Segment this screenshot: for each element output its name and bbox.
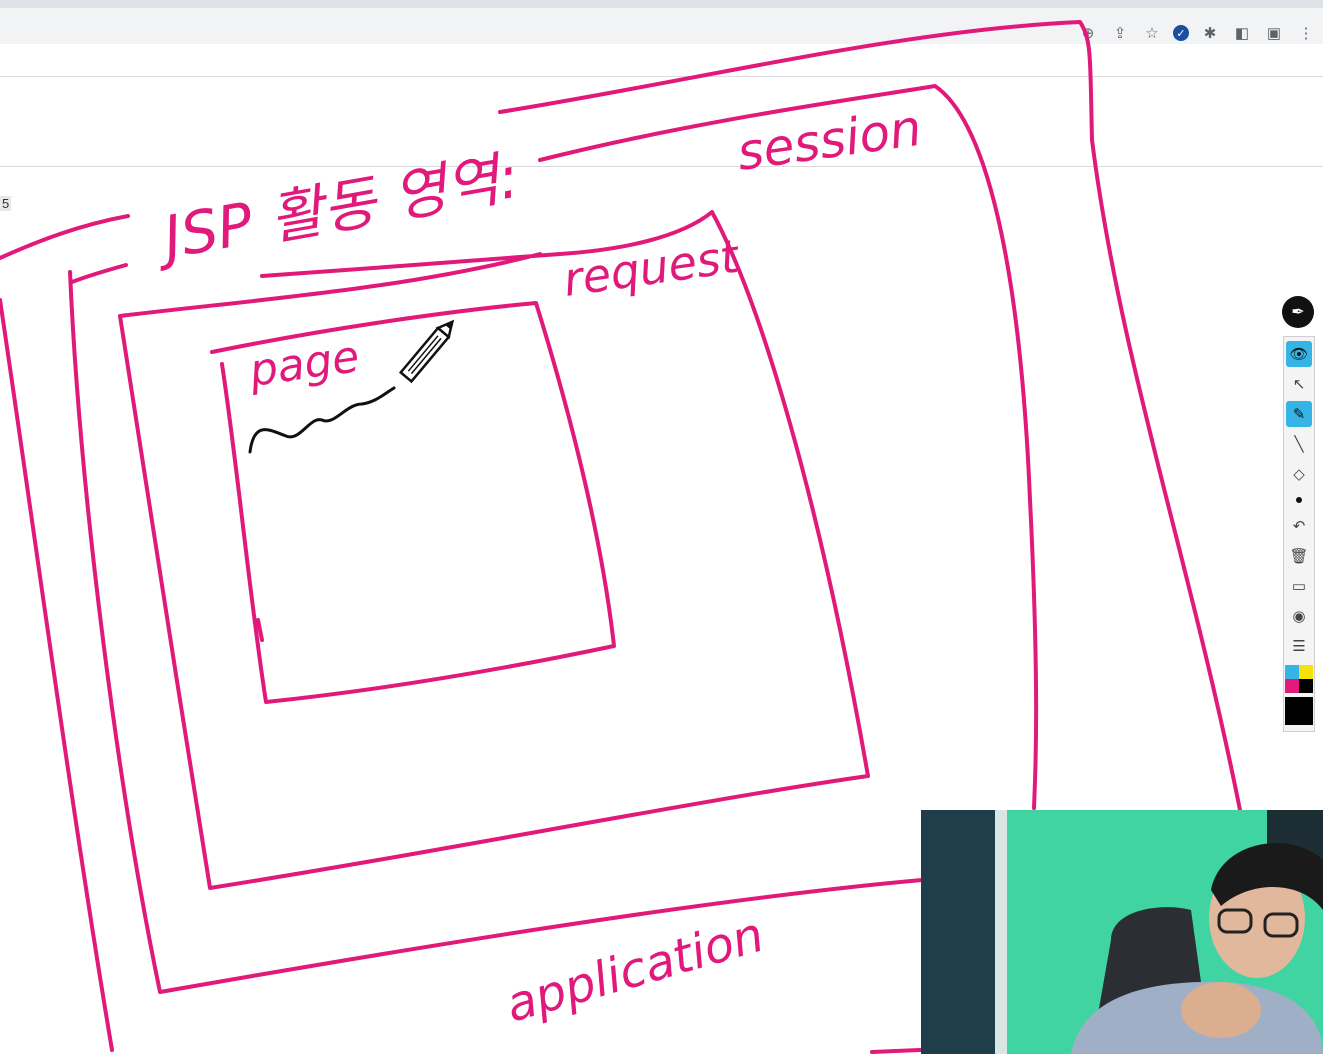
- screen-icon[interactable]: ▭: [1291, 578, 1307, 595]
- application-outline: [498, 20, 1242, 812]
- label-request: request: [560, 229, 744, 307]
- camera-icon[interactable]: ◉: [1292, 608, 1306, 625]
- share-icon[interactable]: ⇪: [1113, 25, 1127, 42]
- color-palette: [1285, 665, 1313, 693]
- webcam-overlay: [921, 810, 1323, 1054]
- ink-squiggle: [248, 386, 396, 454]
- request-outline: [118, 210, 870, 890]
- whiteboard-title: JSP 활동 영역:: [149, 143, 524, 274]
- eye-icon[interactable]: 👁: [1286, 341, 1312, 367]
- webcam-edge-stroke: [870, 1048, 922, 1054]
- session-top-left: [70, 263, 128, 284]
- eraser-icon[interactable]: ◇: [1293, 466, 1305, 483]
- browser-tab-strip: [0, 0, 1323, 8]
- browser-address-bar[interactable]: ⊕ ⇪ ☆ ✓ ✱ ◧ ▣ ⋮: [0, 8, 1323, 44]
- session-outline-left: [68, 270, 924, 994]
- page-divider: [0, 166, 1323, 167]
- session-outline: [538, 84, 1039, 810]
- undo-icon[interactable]: ↶: [1292, 518, 1306, 535]
- color-swatch-blue[interactable]: [1285, 665, 1299, 679]
- color-swatch-magenta[interactable]: [1285, 679, 1299, 693]
- page-divider: [0, 76, 1323, 77]
- account-check-icon[interactable]: ✓: [1173, 25, 1189, 41]
- page-number: 5: [0, 196, 12, 211]
- extensions-icon[interactable]: ✱: [1203, 25, 1217, 42]
- star-icon[interactable]: ☆: [1145, 25, 1159, 42]
- trash-icon[interactable]: 🗑: [1289, 548, 1309, 565]
- annotation-logo-icon[interactable]: ✒: [1282, 296, 1314, 328]
- page-outline: [210, 301, 616, 704]
- dot-size-icon[interactable]: [1296, 497, 1302, 503]
- annotation-toolbar: 👁 ↖ ✎ ╲ ◇ ↶ 🗑 ▭ ◉ ☰: [1283, 336, 1315, 732]
- color-swatch-black[interactable]: [1299, 679, 1313, 693]
- browser-toolbar: ⊕ ⇪ ☆ ✓ ✱ ◧ ▣ ⋮: [1077, 22, 1317, 44]
- webcam-feed: [921, 810, 1323, 1054]
- selected-color-swatch[interactable]: [1285, 697, 1313, 725]
- label-application: application: [500, 907, 770, 1034]
- media-icon[interactable]: ▣: [1266, 25, 1282, 42]
- pencil-cursor-icon: [398, 319, 455, 384]
- sidebar-icon[interactable]: ◧: [1234, 25, 1250, 42]
- pen-icon[interactable]: ╲: [1294, 436, 1304, 453]
- page-tick: [256, 618, 264, 642]
- highlighter-icon[interactable]: ✎: [1286, 401, 1312, 427]
- application-outline-left: [0, 214, 130, 1052]
- clipboard-icon[interactable]: ☰: [1292, 638, 1306, 655]
- color-swatch-yellow[interactable]: [1299, 665, 1313, 679]
- label-session: session: [734, 99, 925, 182]
- cursor-icon[interactable]: ↖: [1292, 376, 1306, 393]
- menu-icon[interactable]: ⋮: [1298, 25, 1314, 42]
